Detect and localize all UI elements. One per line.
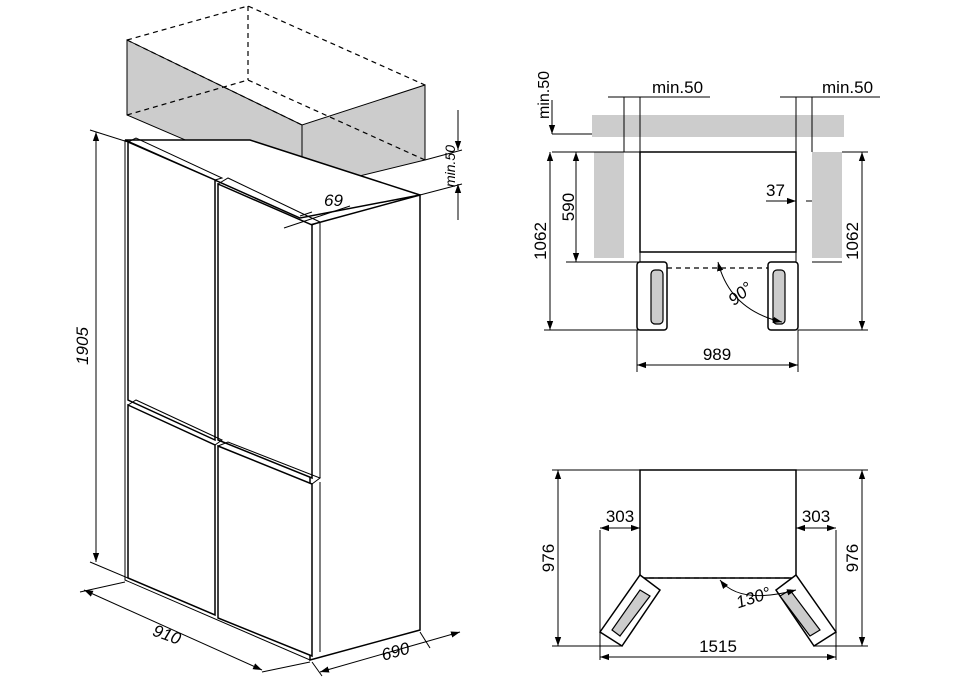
iso-view: 1905 910 690 69 min.50 — [73, 5, 463, 677]
top-view-90: 90° min.50 min.50 min.50 590 1062 1062 3 — [531, 71, 880, 372]
dim-height: 1905 — [73, 129, 129, 579]
dim-height-label: 1905 — [73, 327, 92, 365]
width-130-label: 1515 — [699, 637, 737, 656]
door-plan-left-90 — [636, 261, 668, 331]
total-depth-right-130-label: 976 — [843, 544, 862, 572]
total-depth-left-90-label: 1062 — [531, 222, 550, 260]
left-clearance-label-90: min.50 — [652, 78, 703, 97]
wall-top — [592, 115, 844, 137]
door-bottom-right — [217, 444, 313, 658]
door-plan-left-130 — [598, 573, 662, 648]
dim-door-offset-label: 69 — [324, 191, 343, 210]
width-90-label: 989 — [703, 345, 731, 364]
fridge-plan-130 — [639, 469, 797, 579]
dim-top-clearance-label: min.50 — [442, 145, 458, 187]
wall-right — [812, 152, 842, 258]
fridge-doors — [127, 137, 322, 658]
fridge-side-panel — [309, 194, 421, 661]
top-clearance-label-90: min.50 — [536, 71, 553, 119]
angle-130-label: 130° — [734, 583, 774, 612]
cabinet-depth-label: 590 — [559, 193, 578, 221]
top-view-130: 130° 303 303 976 976 1515 — [539, 469, 868, 661]
total-depth-left-130-label: 976 — [539, 544, 558, 572]
dim-top-clearance: min.50 — [419, 110, 463, 220]
dim-door-offset: 69 — [283, 191, 351, 229]
door-bottom-left — [127, 403, 216, 617]
left-offset-label: 303 — [606, 507, 634, 526]
door-plan-right-130 — [774, 573, 838, 648]
fridge-plan-90 — [639, 151, 797, 253]
angle-90-label: 90° — [725, 278, 757, 309]
door-top-right — [217, 182, 313, 480]
door-protrusion-label: 37 — [766, 181, 785, 200]
total-depth-right-90-label: 1062 — [843, 222, 862, 260]
right-clearance-label-90: min.50 — [822, 78, 873, 97]
dim-width-label: 910 — [150, 621, 184, 649]
door-top-left — [127, 140, 216, 442]
wall-left — [594, 152, 624, 258]
dim-depth-label: 690 — [379, 639, 412, 665]
dim-width: 910 — [79, 581, 311, 673]
right-offset-label: 303 — [802, 507, 830, 526]
